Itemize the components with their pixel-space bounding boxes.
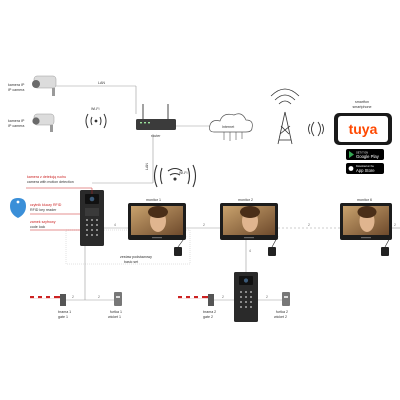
monitor-6-label: monitor 6 (357, 198, 372, 202)
camera-2-label-en: IP camera (8, 124, 24, 128)
wifi-icon-center (153, 164, 197, 188)
ip-camera-1 (32, 75, 57, 96)
wire-number-panel-mon1: 4 (114, 223, 116, 227)
wicket-2-label-pl: furtka 2 (276, 310, 288, 314)
outdoor-panel-2 (234, 272, 258, 322)
tuya-logo: tuya (349, 121, 378, 137)
wire-number-wicket2: 2 (266, 295, 268, 299)
camera-1-label-pl: kamera IP (8, 83, 25, 87)
outdoor-panel-1 (80, 190, 104, 246)
annotation-rfid-en: RFID key reader (30, 208, 57, 212)
wifi-link-label-top: Wi-Fi (91, 107, 100, 111)
camera-2-label-pl: kamera IP (8, 119, 25, 123)
wire-number-gate1: 2 (72, 295, 74, 299)
rfid-key-fob-icon (10, 198, 26, 218)
power-adapter-6-icon (381, 235, 392, 256)
wifi-link-label-middle: Wi-Fi (179, 171, 188, 175)
app-store-badge[interactable]: Download on the App Store (346, 163, 384, 174)
wicket-2-lock-icon (282, 292, 290, 306)
wifi-icon-camera (85, 113, 107, 129)
app-store-small: Download on the (356, 165, 375, 168)
annotation-camera-pl: kamera z detekcją ruchu (27, 175, 66, 179)
google-play-big: Google Play (356, 154, 380, 159)
gate-2-barrier-icon (178, 294, 214, 306)
gate-2-label-pl: brama 2 (203, 310, 216, 314)
basic-set-label-en: basic set (124, 260, 138, 264)
wire-number-mon2-mon6: 2 (308, 223, 310, 227)
annotation-rfid-pl: czytnik kluczy RFID (30, 203, 62, 207)
wicket-1-label-en: wicket 1 (108, 315, 121, 319)
annotation-code-lock-pl: zamek szyfrowy (30, 220, 56, 224)
ip-camera-2 (32, 113, 55, 132)
monitor-1-label: monitor 1 (146, 198, 161, 202)
wicket-2-label-en: wicket 2 (274, 315, 287, 319)
lan-vertical-label: LAN (145, 163, 149, 170)
smartphone-icon (334, 113, 392, 145)
smartphone-label-en: smartphone (353, 105, 372, 109)
basic-set-label-pl: zestaw podstawowy (120, 255, 152, 259)
internet-label: Internet (222, 125, 234, 129)
power-adapter-2-icon (268, 235, 279, 256)
wire-number-gate2: 2 (222, 295, 224, 299)
wire-number-wicket1: 2 (98, 295, 100, 299)
wire-number-mon1-mon2: 2 (203, 223, 205, 227)
panel-annotation-pointers (26, 187, 93, 231)
wire-number-panel2-up: 4 (249, 249, 251, 253)
cell-tower-icon (270, 88, 300, 145)
internet-cloud-icon (209, 113, 253, 141)
wifi-icon-phone (308, 121, 324, 137)
smartphone-label-pl: smartfon (355, 100, 369, 104)
gate-1-label-en: gate 1 (58, 315, 68, 319)
annotation-camera-en: camera with motion detection (27, 180, 74, 184)
power-adapter-1-icon (174, 235, 187, 256)
lan-link-label: LAN (98, 81, 105, 85)
google-play-small: GET IT ON (356, 152, 368, 155)
wicket-1-label-pl: furtka 1 (110, 310, 122, 314)
gate-1-label-pl: brama 1 (58, 310, 71, 314)
wicket-1-lock-icon (114, 292, 122, 306)
annotation-code-lock-en: code lock (30, 225, 45, 229)
camera-1-label-en: IP camera (8, 88, 24, 92)
monitor-6 (340, 203, 392, 240)
gate-1-barrier-icon (30, 294, 66, 306)
router-icon (136, 104, 176, 130)
gate-2-label-en: gate 2 (203, 315, 213, 319)
wire-number-mon6-out: 2 (394, 223, 396, 227)
app-store-big: App Store (356, 168, 375, 173)
monitor-2 (220, 203, 278, 240)
monitor-2-label: monitor 2 (238, 198, 253, 202)
router-label: router (151, 134, 161, 138)
monitor-1 (128, 203, 186, 240)
google-play-badge[interactable]: GET IT ON Google Play (346, 149, 384, 160)
